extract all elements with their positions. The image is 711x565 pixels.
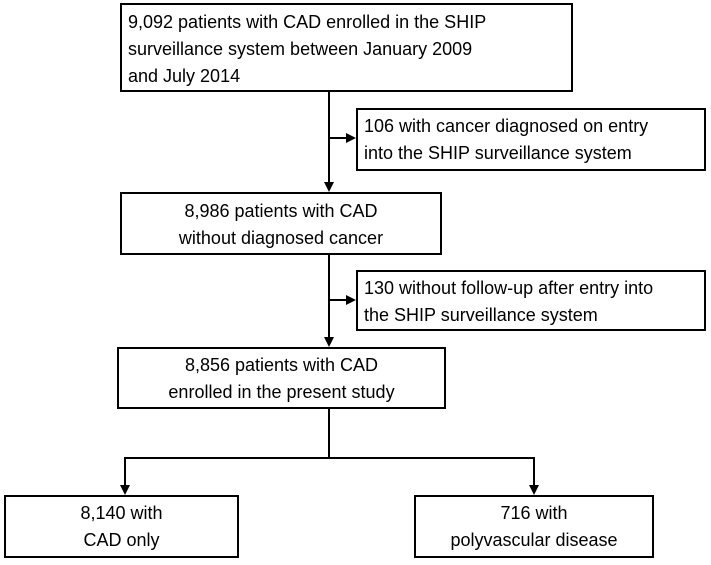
cancer-exclusion-box: 106 with cancer diagnosed on entry into … (356, 108, 706, 171)
without-cancer-line-2: without diagnosed cancer (178, 228, 384, 248)
cad-only-line-1: 8,140 with (80, 503, 163, 523)
enrolled-line-3: and July 2014 (128, 66, 241, 86)
cad-only-line-2: CAD only (83, 530, 160, 550)
followup-exclusion-line-1: 130 without follow-up after entry into (364, 278, 654, 298)
followup-exclusion-line-2: the SHIP surveillance system (364, 305, 598, 325)
enrolled-line-1: 9,092 patients with CAD enrolled in the … (128, 12, 487, 32)
present-study-line-1: 8,856 patients with CAD (184, 355, 379, 375)
polyvascular-line-2: polyvascular disease (450, 530, 618, 550)
enrolled-patients-box: 9,092 patients with CAD enrolled in the … (120, 3, 573, 92)
enrolled-line-2: surveillance system between January 2009 (128, 39, 473, 59)
cancer-exclusion-line-1: 106 with cancer diagnosed on entry (364, 116, 649, 136)
present-study-box: 8,856 patients with CAD enrolled in the … (117, 347, 446, 409)
polyvascular-line-1: 716 with (500, 503, 568, 523)
polyvascular-box: 716 with polyvascular disease (414, 495, 654, 558)
cancer-exclusion-line-2: into the SHIP surveillance system (364, 143, 632, 163)
without-cancer-box: 8,986 patients with CAD without diagnose… (120, 192, 442, 255)
followup-exclusion-box: 130 without follow-up after entry into t… (356, 270, 706, 331)
present-study-line-2: enrolled in the present study (168, 382, 395, 402)
without-cancer-line-1: 8,986 patients with CAD (184, 201, 378, 221)
cad-only-box: 8,140 with CAD only (4, 495, 239, 558)
